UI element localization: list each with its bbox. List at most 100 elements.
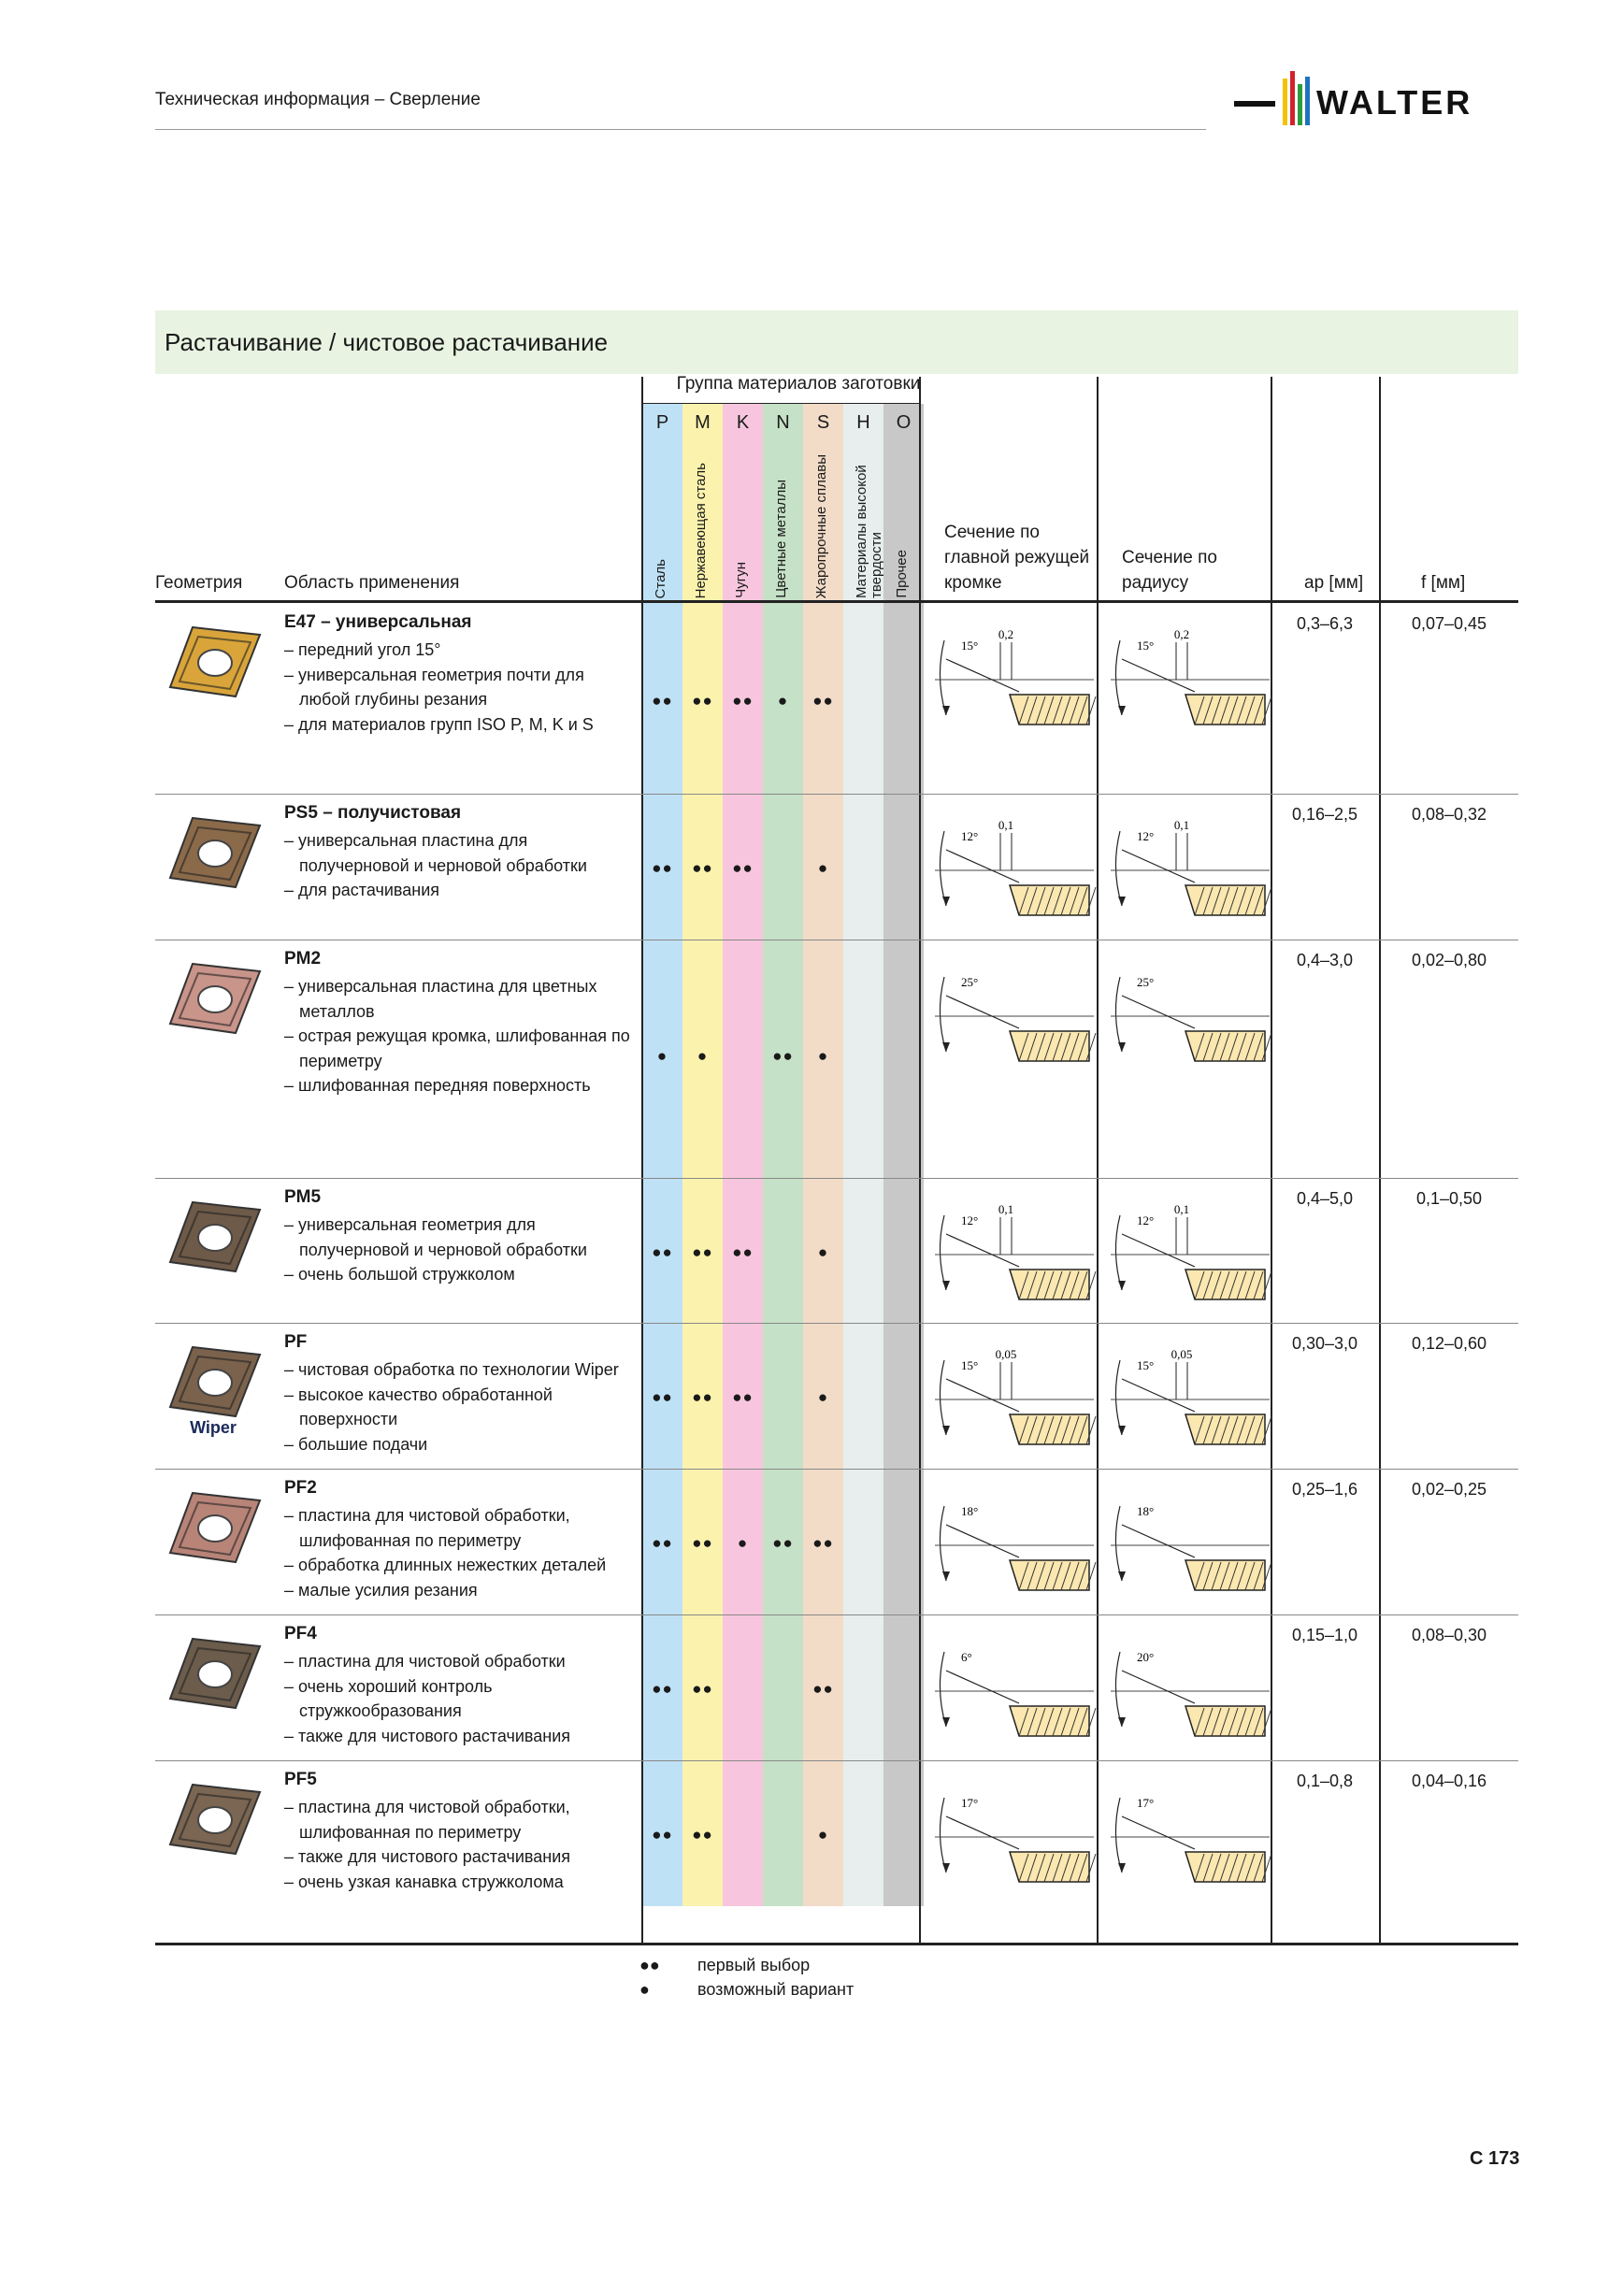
suitability-mark: ●● [652,859,673,877]
suitability-mark: ● [737,1534,749,1552]
row-description: – универсальная пластина для цветных мет… [284,974,636,1098]
material-letter-o: O [896,412,912,433]
header-rule [155,129,1206,130]
f-value: 0,08–0,30 [1411,1626,1487,1644]
f-header: f [мм] [1421,573,1466,593]
material-letter-m: M [695,412,711,433]
group-header-rule [641,403,920,404]
material-letter-s: S [816,412,830,433]
suitability-mark: ●● [732,859,754,877]
suitability-mark: ●● [652,1826,673,1844]
suitability-mark: ● [817,1243,829,1261]
suitability-mark: ●● [812,1680,834,1698]
column-divider [1097,377,1099,1944]
svg-text:12°: 12° [1137,1213,1154,1227]
description-line: – универсальная пластина для получерново… [284,831,587,875]
ap-value: 0,3–6,3 [1296,614,1354,633]
svg-text:WALTER: WALTER [1316,83,1472,122]
svg-text:12°: 12° [961,829,978,843]
group-box-left [641,377,643,1944]
material-group-header: Группа материалов заготовки [676,374,921,394]
svg-text:12°: 12° [1137,829,1154,843]
row-divider [155,1178,1518,1179]
f-value: 0,02–0,80 [1411,951,1487,969]
description-line: – шлифованная передняя поверхность [284,1076,591,1095]
description-line: – обработка длинных нежестких деталей [284,1556,607,1574]
svg-text:15°: 15° [1137,639,1154,653]
row-divider [155,1760,1518,1761]
radius-section-header: Сечение по радиусу [1122,548,1217,593]
row-description: – чистовая обработка по технологии Wiper… [284,1357,636,1457]
description-line: – большие подачи [284,1434,428,1454]
table-bottom-rule [155,1943,1518,1945]
insert-image [161,1626,266,1729]
suitability-mark: ●● [692,1388,713,1406]
svg-text:0,2: 0,2 [998,627,1013,641]
main-edge-section-diagram: 25° [926,958,1103,1070]
material-letter-n: N [776,412,790,433]
description-line: – острая режущая кромка, шлифованная по … [284,1026,630,1070]
svg-text:17°: 17° [1137,1796,1154,1810]
main-edge-section-diagram: 6° [926,1633,1103,1745]
f-value: 0,04–0,16 [1411,1772,1487,1790]
radius-section-diagram: 25° [1101,958,1279,1070]
suitability-mark: ●● [692,1243,713,1261]
material-label-n: Цветные металлы [773,480,789,598]
suitability-mark: ● [777,692,789,710]
wiper-label: Wiper [190,1418,237,1437]
walter-logo: WALTER [1234,71,1472,125]
insert-image [161,951,266,1054]
row-title: PF [284,1332,308,1352]
insert-image: Wiper [161,1334,266,1437]
suitability-mark: ●● [692,1680,713,1698]
f-value: 0,12–0,60 [1411,1334,1487,1353]
description-line: – универсальная геометрия для получернов… [284,1215,587,1259]
svg-text:15°: 15° [1137,1358,1154,1372]
description-line: – пластина для чистовой обработки, шлифо… [284,1506,570,1550]
suitability-mark: ●● [732,692,754,710]
material-label-p: Сталь [653,558,668,598]
insert-image [161,1189,266,1292]
description-line: – для растачивания [284,881,439,899]
material-letter-p: P [655,412,669,433]
description-line: – очень хороший контроль стружкообразова… [284,1676,493,1721]
suitability-mark: ● [817,1826,829,1844]
row-title: PM2 [284,949,322,969]
svg-text:25°: 25° [1137,975,1154,989]
suitability-mark: ● [817,859,829,877]
suitability-mark: ●● [652,1388,673,1406]
application-header: Область применения [284,573,460,593]
svg-text:0,1: 0,1 [1174,1202,1189,1216]
f-value: 0,08–0,32 [1411,805,1487,824]
row-title: PM5 [284,1187,322,1207]
suitability-mark: ●● [812,692,834,710]
suitability-mark: ●● [692,1826,713,1844]
f-value: 0,07–0,45 [1411,614,1487,633]
suitability-mark: ● [817,1047,829,1065]
legend-text: возможный вариант [697,1980,855,1999]
legend-text: первый выбор [697,1956,811,1974]
radius-section-diagram: 0,1 12° [1101,1197,1279,1309]
suitability-mark: ●● [812,1534,834,1552]
description-line: – пластина для чистовой обработки, шлифо… [284,1798,570,1842]
material-column-s [803,404,843,1906]
svg-text:0,05: 0,05 [996,1347,1017,1361]
main-edge-section-diagram: 0,2 15° [926,622,1103,734]
header-title: Техническая информация – Сверление [155,90,481,109]
material-column-h [843,404,883,1906]
page-number: C 173 [1470,2148,1520,2169]
description-line: – чистовая обработка по технологии Wiper [284,1360,619,1379]
section-title-band [155,310,1518,374]
insert-image [161,1772,266,1874]
ap-value: 0,4–5,0 [1296,1189,1354,1208]
description-line: – передний угол 15° [284,640,441,659]
material-column-n [763,404,803,1906]
svg-text:15°: 15° [961,639,978,653]
row-description: – пластина для чистовой обработки, шлифо… [284,1503,636,1602]
description-line: – очень большой стружколом [284,1265,515,1284]
